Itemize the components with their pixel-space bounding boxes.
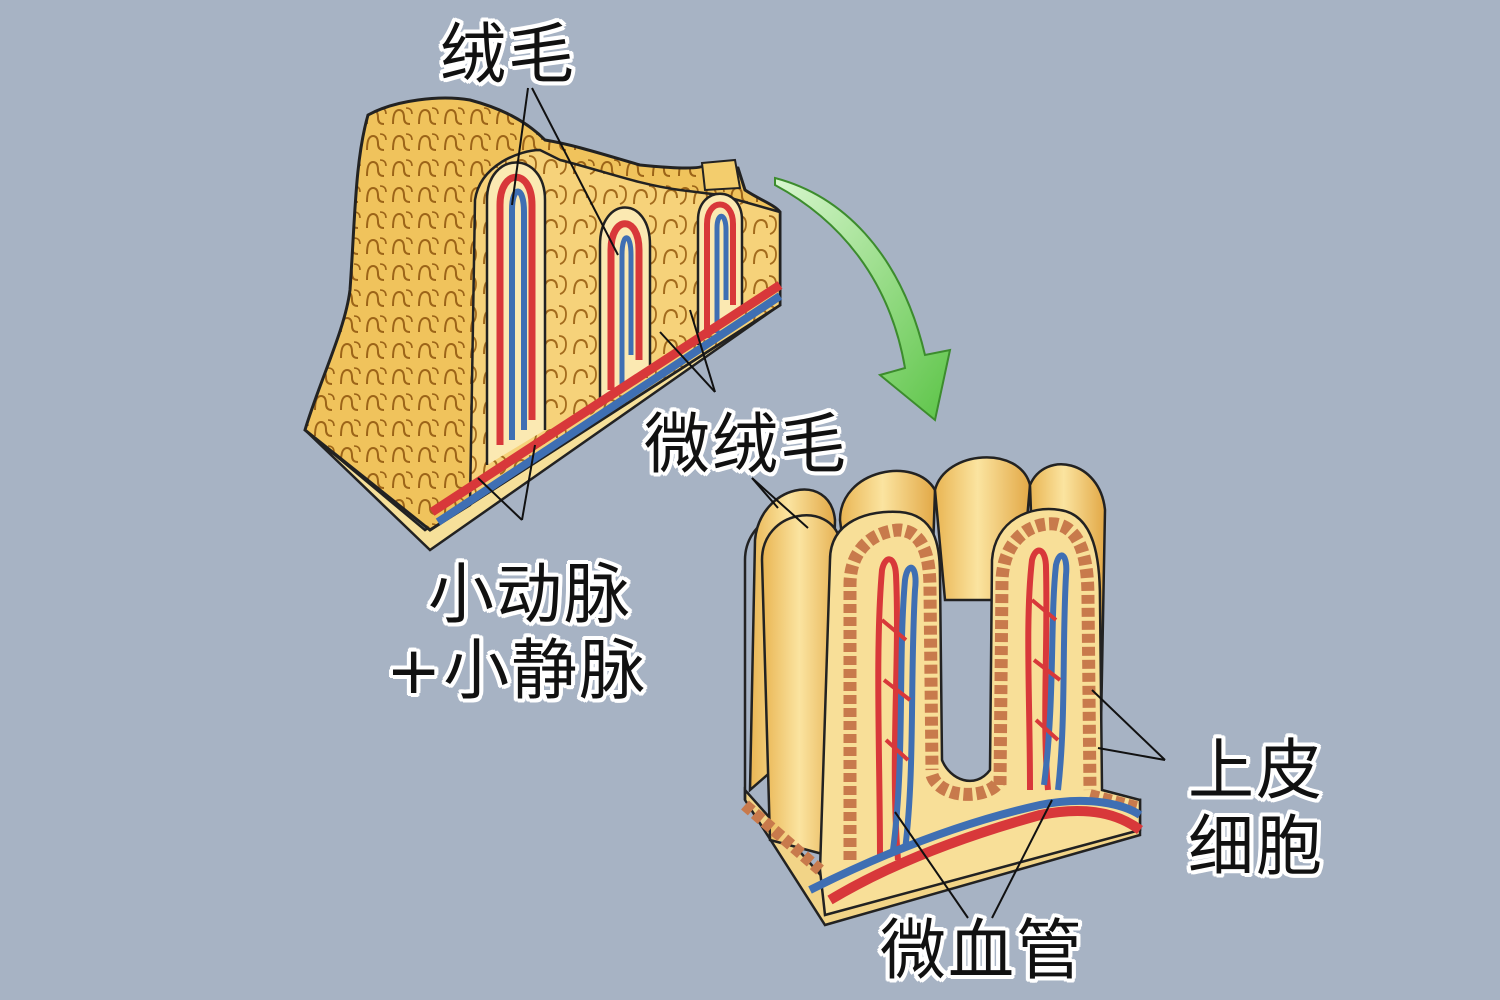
label-venule: +小静脉 — [386, 632, 648, 709]
venule-line — [435, 292, 783, 526]
villi-leader-lines — [477, 87, 716, 521]
label-epithelial-line1: 上皮 — [1188, 732, 1324, 809]
base-artery — [827, 805, 1143, 905]
arteriole-line — [429, 281, 783, 516]
villus-left — [485, 161, 547, 465]
villus-cross-section-illustration — [741, 456, 1143, 927]
section-leader-lines — [751, 477, 1166, 919]
label-epithelial-line2: 细胞 — [1188, 808, 1324, 885]
epithelial-layer-left — [843, 523, 939, 860]
label-arteriole: 小动脉 — [428, 556, 632, 633]
capillary-network-left — [875, 556, 919, 861]
label-microvilli: 微绒毛 — [644, 406, 848, 483]
label-capillary: 微血管 — [880, 912, 1084, 989]
base-vein — [808, 796, 1143, 894]
epithelial-layer-right — [993, 517, 1097, 791]
capillary-network-right — [1025, 547, 1070, 791]
green-curved-arrow — [774, 176, 952, 422]
label-villi: 绒毛 — [440, 16, 576, 93]
villi-block-illustration — [303, 96, 783, 552]
